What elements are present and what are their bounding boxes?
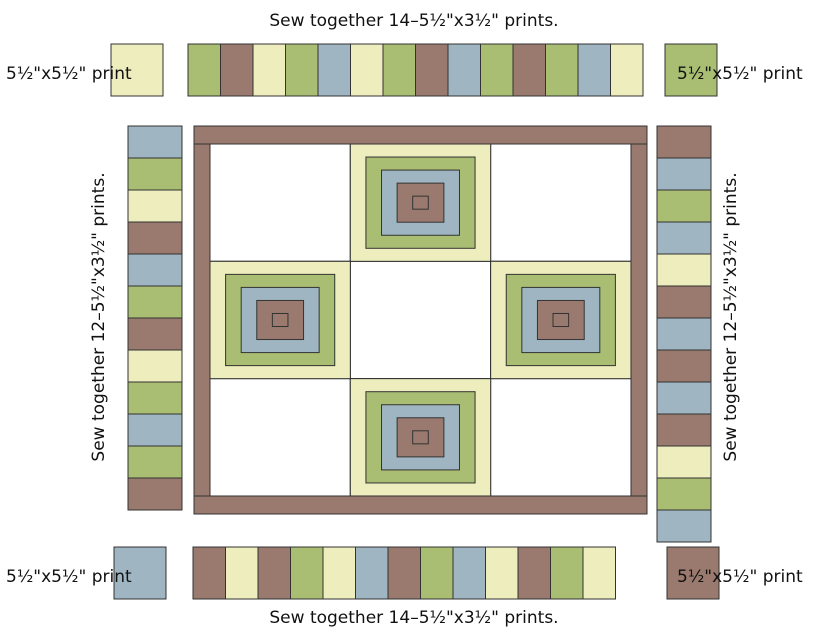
quilt-border-left [193,143,211,497]
quilt-cell-blank [349,260,492,380]
corner-bottom-left-label: 5½"x5½" print [6,567,132,587]
right-strip-piece [656,477,712,511]
left-strip-piece [127,317,183,351]
right-strip-piece [656,349,712,383]
left-strip-piece [127,157,183,191]
right-strip-label: Sew together 12–5½"x3½" prints. [721,172,741,461]
top-strip-piece [317,43,351,97]
corner-square-top-left [110,43,164,97]
quilt-cell-blank [490,143,632,262]
corner-top-left-label: 5½"x5½" print [6,64,132,84]
left-strip-piece [127,253,183,287]
corner-top-right-label: 5½"x5½" print [677,64,803,84]
right-strip-piece [656,413,712,447]
corner-square-bottom-right [666,546,720,600]
bottom-strip-piece [420,546,454,600]
bottom-strip-piece [485,546,519,600]
block-right-center [552,312,570,328]
right-strip-piece [656,157,712,191]
left-strip-piece [127,221,183,255]
bottom-strip-piece [192,546,226,600]
right-strip-piece [656,445,712,479]
bottom-strip-piece [582,546,616,600]
top-strip-piece [285,43,319,97]
top-strip-piece [220,43,254,97]
top-strip-piece [545,43,579,97]
right-strip-piece [656,125,712,159]
left-strip-piece [127,125,183,159]
quilt-cell-blank [490,378,632,497]
right-strip-piece [656,285,712,319]
left-strip-piece [127,189,183,223]
bottom-strip-piece [550,546,584,600]
top-strip-piece [252,43,286,97]
left-strip-label: Sew together 12–5½"x3½" prints. [89,172,109,461]
bottom-strip-piece [322,546,356,600]
bottom-strip-label: Sew together 14–5½"x3½" prints. [269,608,558,628]
top-strip-piece [610,43,644,97]
bottom-strip-piece [225,546,259,600]
top-strip-piece [447,43,481,97]
bottom-strip-piece [257,546,291,600]
right-strip-piece [656,221,712,255]
quilt-cell-blank [209,143,351,262]
bottom-strip-piece [387,546,421,600]
quilt-cell-blank [209,378,351,497]
bottom-strip-piece [290,546,324,600]
top-strip-piece [415,43,449,97]
top-strip-piece [350,43,384,97]
right-strip-piece [656,189,712,223]
top-strip-piece [187,43,221,97]
top-strip-label: Sew together 14–5½"x3½" prints. [269,11,558,31]
corner-square-bottom-left [113,546,167,600]
right-strip-piece [656,381,712,415]
left-strip-piece [127,349,183,383]
bottom-strip-piece [452,546,486,600]
corner-square-top-right [664,43,718,97]
top-strip-piece [512,43,546,97]
left-strip-piece [127,413,183,447]
left-strip-piece [127,381,183,415]
top-strip-piece [577,43,611,97]
bottom-strip-piece [355,546,389,600]
block-bottom-center [412,430,429,445]
corner-bottom-right-label: 5½"x5½" print [677,567,803,587]
top-strip-piece [480,43,514,97]
bottom-strip-piece [517,546,551,600]
left-strip-piece [127,477,183,511]
quilt-border-bottom [193,495,648,515]
left-strip-piece [127,445,183,479]
right-strip-piece [656,509,712,543]
left-strip-piece [127,285,183,319]
quilt-border-right [630,143,648,497]
block-left-log [240,286,320,354]
quilt-border-top [193,125,648,145]
block-left-center [271,312,289,328]
right-strip-piece [656,253,712,287]
right-strip-piece [656,317,712,351]
block-top-center [412,195,429,210]
top-strip-piece [382,43,416,97]
